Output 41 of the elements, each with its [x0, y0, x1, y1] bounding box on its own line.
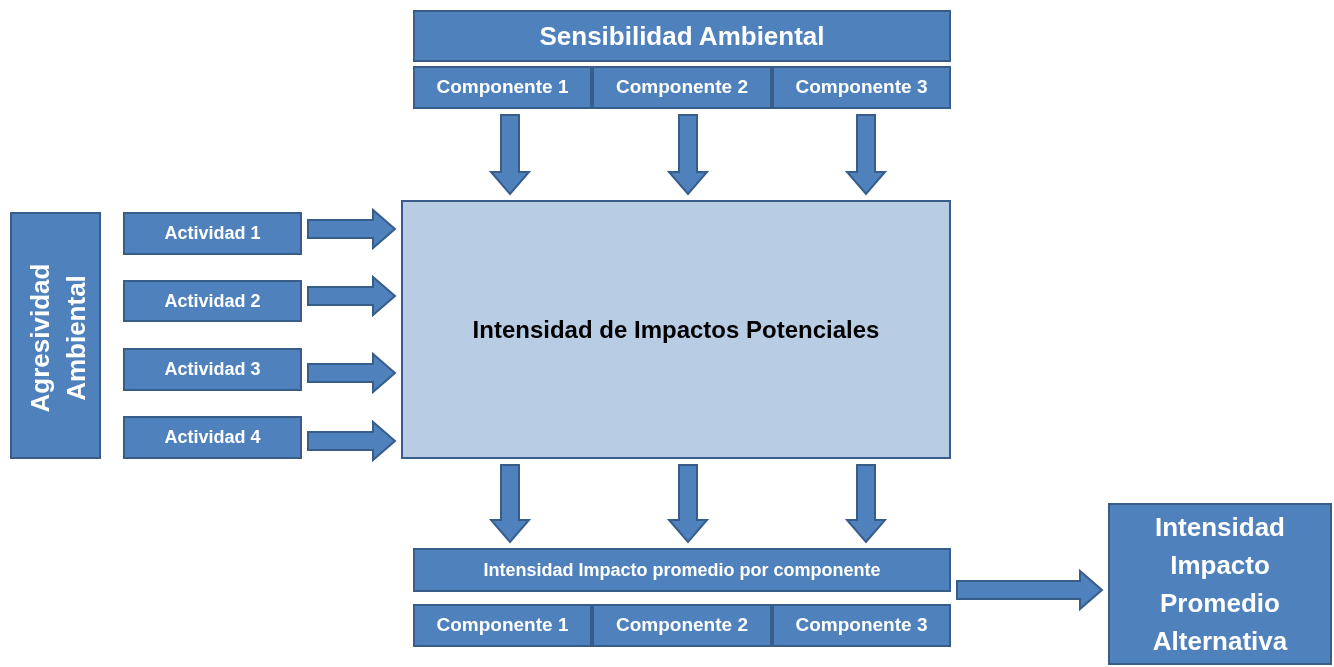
- node-label: Actividad 2: [163, 289, 262, 313]
- node-label: Sensibilidad Ambiental: [538, 19, 826, 53]
- label-box: [592, 604, 772, 647]
- node-label: Componente 1: [435, 613, 570, 638]
- label-box: [772, 604, 951, 647]
- label-box: [413, 66, 592, 109]
- block-arrow: [488, 114, 532, 196]
- label-box: [123, 416, 302, 459]
- block-arrow: [844, 464, 888, 544]
- block-arrow: [307, 419, 397, 463]
- label-box: [592, 66, 772, 109]
- node-label: Actividad 4: [163, 426, 262, 449]
- label-box: [772, 66, 951, 109]
- label-box: [413, 10, 951, 62]
- node-label: Agresividad Ambiental: [24, 263, 91, 412]
- label-box: [123, 212, 302, 255]
- node-label: Intensidad de Impactos Potenciales: [471, 314, 881, 345]
- block-arrow: [666, 464, 710, 544]
- block-arrow: [666, 114, 710, 196]
- label-box: [413, 548, 951, 592]
- node-label: Componente 2: [615, 75, 749, 100]
- process-box: [401, 200, 951, 459]
- block-arrow: [956, 568, 1104, 612]
- label-box: [1108, 503, 1332, 665]
- label-box: [413, 604, 592, 647]
- node-label: Actividad 3: [163, 358, 262, 381]
- node-label: Actividad 1: [163, 222, 262, 245]
- label-box: [123, 348, 302, 391]
- block-arrow: [307, 351, 397, 395]
- block-arrow: [307, 274, 397, 318]
- block-arrow: [307, 207, 397, 251]
- node-label: Intensidad Impacto promedio por componente: [482, 558, 882, 582]
- node-label: Componente 2: [615, 613, 749, 638]
- block-arrow: [844, 114, 888, 196]
- node-label: Componente 1: [435, 75, 570, 100]
- label-box: [10, 212, 101, 459]
- node-label: Componente 3: [794, 613, 929, 638]
- block-arrow: [488, 464, 532, 544]
- label-box: [123, 280, 302, 322]
- node-label: Componente 3: [794, 75, 929, 100]
- node-label: Intensidad Impacto Promedio Alternativa: [1151, 511, 1289, 658]
